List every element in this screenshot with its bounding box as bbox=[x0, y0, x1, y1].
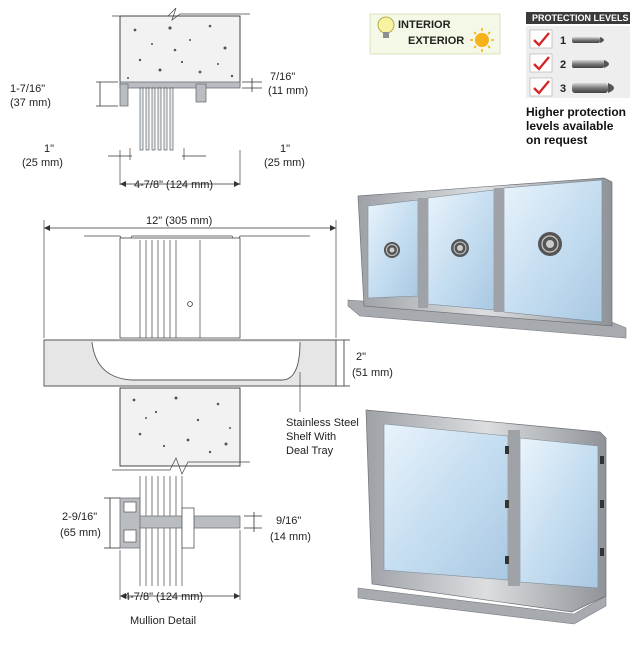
protection-levels-legend: PROTECTION LEVELS 1 2 3 bbox=[526, 12, 630, 147]
top-section-detail: 1-7/16" (37 mm) 7/16" (11 mm) 1" (25 mm)… bbox=[10, 7, 308, 191]
protection-note-line3: on request bbox=[526, 133, 587, 147]
speak-through-icon bbox=[384, 242, 400, 258]
dim-left-gap-mm: (25 mm) bbox=[22, 157, 63, 169]
svg-text:3: 3 bbox=[560, 83, 566, 95]
svg-text:1: 1 bbox=[560, 35, 566, 47]
shelf-label-line1: Stainless Steel bbox=[286, 417, 359, 429]
dim-right-gap-mm: (25 mm) bbox=[264, 157, 305, 169]
speak-through-icon bbox=[451, 239, 469, 257]
dim-shelf-height-mm: (51 mm) bbox=[352, 367, 393, 379]
sun-icon bbox=[470, 28, 494, 52]
dim-mullion-right-height-mm: (14 mm) bbox=[270, 531, 311, 543]
dim-mullion-left-height-mm: (65 mm) bbox=[60, 527, 101, 539]
svg-text:2: 2 bbox=[560, 59, 566, 71]
dim-right-gap: 1" bbox=[280, 143, 290, 155]
exterior-label: EXTERIOR bbox=[408, 35, 464, 47]
dim-top-width: 4-7/8" (124 mm) bbox=[134, 179, 213, 191]
concrete-texture bbox=[132, 396, 231, 454]
protection-note-line2: levels available bbox=[526, 119, 614, 133]
speak-through-icon bbox=[538, 232, 562, 256]
shelf-label-line3: Deal Tray bbox=[286, 445, 334, 457]
bullet-icon bbox=[572, 60, 609, 68]
checkmark-icon bbox=[533, 56, 550, 71]
deal-tray bbox=[91, 341, 301, 381]
dim-shelf-width: 12" (305 mm) bbox=[146, 215, 212, 227]
protection-level-2: 2 bbox=[529, 53, 609, 73]
concrete-texture bbox=[127, 24, 234, 79]
lightbulb-icon bbox=[377, 16, 395, 38]
checkmark-icon bbox=[533, 80, 550, 95]
glass-panel-right bbox=[519, 437, 599, 589]
protection-level-1: 1 bbox=[529, 29, 604, 49]
protection-title: PROTECTION LEVELS bbox=[532, 13, 629, 23]
dim-left-height: 1-7/16" bbox=[10, 83, 45, 95]
dim-mullion-right-height: 9/16" bbox=[276, 515, 301, 527]
mullion-detail: 2-9/16" (65 mm) 9/16" (14 mm) 4-7/8" (12… bbox=[60, 476, 311, 627]
glass-panel-left bbox=[383, 423, 509, 581]
two-panel-window bbox=[357, 409, 607, 625]
bullet-icon bbox=[572, 83, 614, 93]
dim-right-height: 7/16" bbox=[270, 71, 295, 83]
shelf-label-line2: Shelf With bbox=[286, 431, 336, 443]
dim-left-gap: 1" bbox=[44, 143, 54, 155]
protection-note-line1: Higher protection bbox=[526, 105, 626, 119]
dim-shelf-height: 2" bbox=[356, 351, 366, 363]
interior-label: INTERIOR bbox=[398, 19, 451, 31]
dim-left-height-mm: (37 mm) bbox=[10, 97, 51, 109]
dim-mullion-left-height: 2-9/16" bbox=[62, 511, 97, 523]
bullet-icon bbox=[572, 37, 604, 43]
glass-layers bbox=[139, 87, 174, 151]
shelf-section-detail: 12" (305 mm) 2" (51 mm) bbox=[43, 215, 393, 475]
glass-layers bbox=[139, 476, 183, 586]
glass-layers bbox=[139, 240, 201, 338]
protection-level-3: 3 bbox=[529, 77, 614, 97]
three-panel-window bbox=[347, 177, 627, 339]
interior-exterior-legend: INTERIOR EXTERIOR bbox=[369, 13, 501, 55]
checkmark-icon bbox=[533, 32, 550, 47]
dim-right-height-mm: (11 mm) bbox=[268, 85, 308, 97]
mullion-caption: Mullion Detail bbox=[130, 615, 196, 627]
dim-mullion-width: 4-7/8" (124 mm) bbox=[124, 591, 203, 603]
